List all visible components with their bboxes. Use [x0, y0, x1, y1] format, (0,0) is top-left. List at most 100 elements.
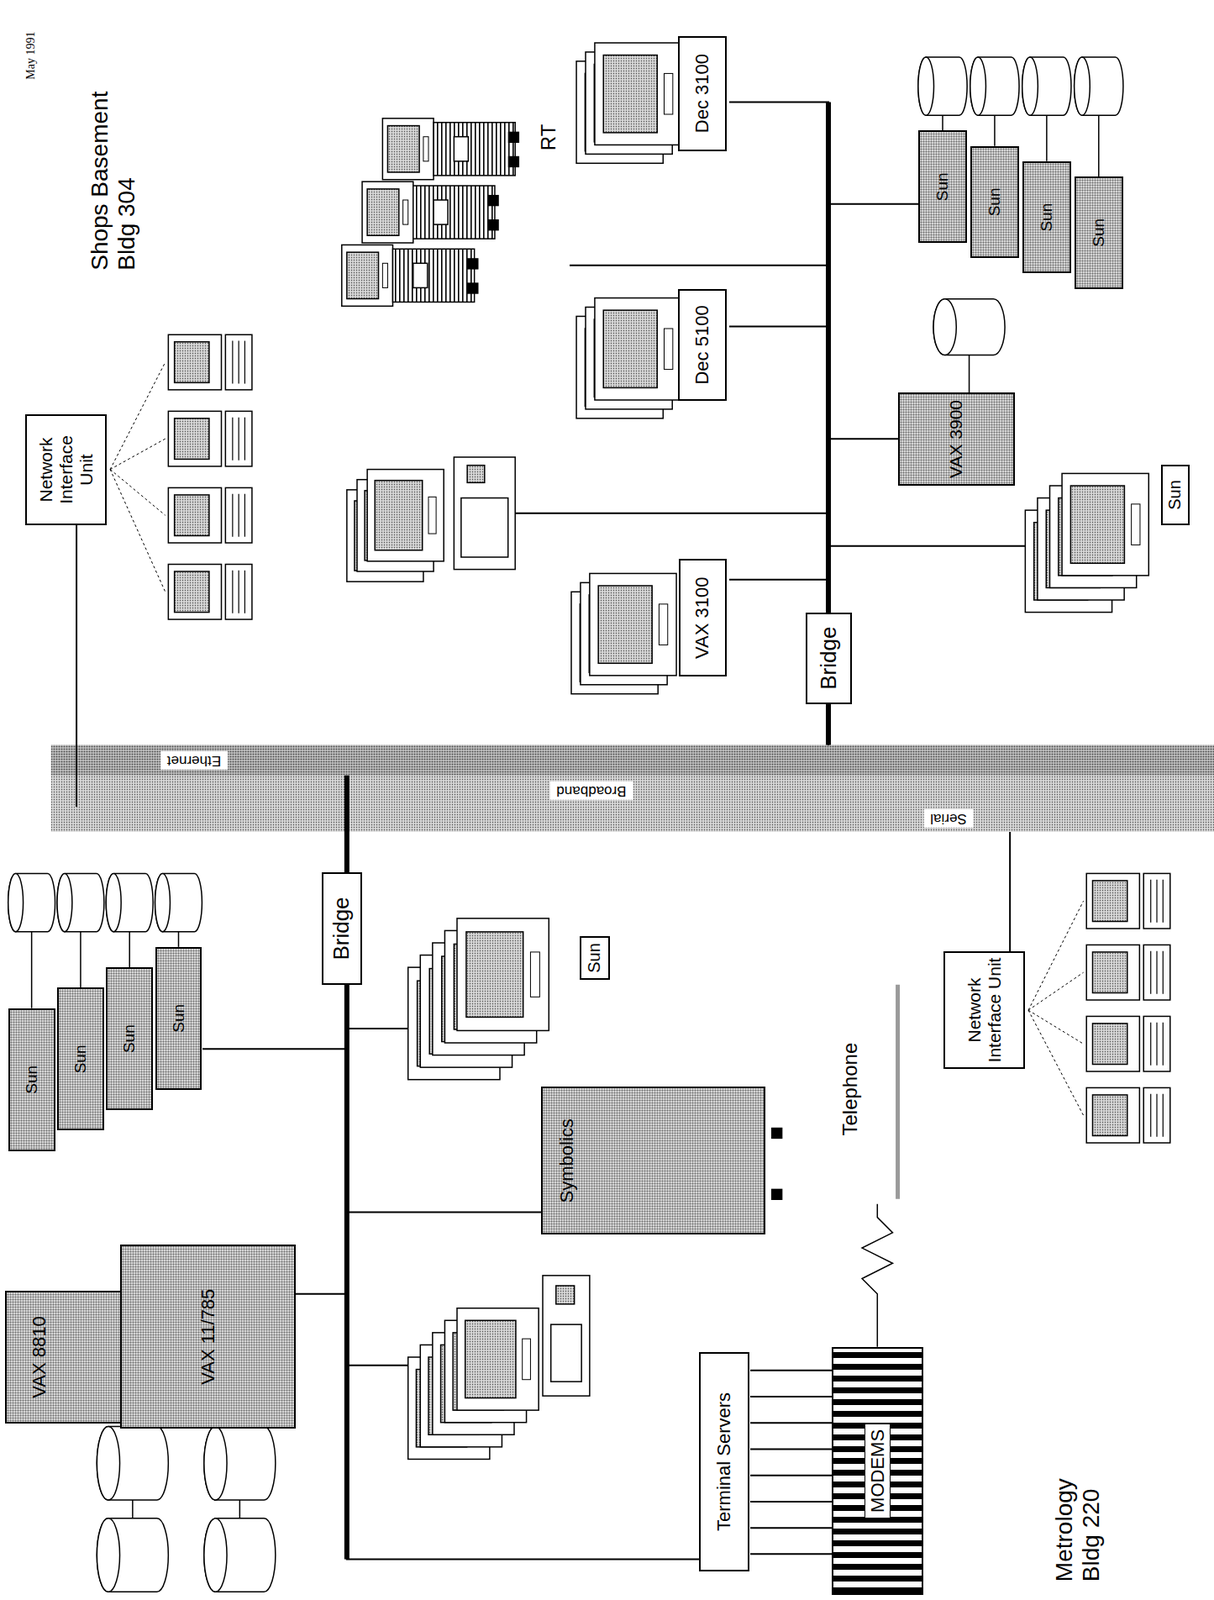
bridge-box: Bridge [805, 612, 852, 705]
disk-cable [178, 931, 180, 947]
drive-slot [487, 219, 499, 231]
server-box: Sun [57, 987, 105, 1130]
modem-rack: MODEMS [831, 1346, 924, 1595]
band-label-patch: Ethernet [160, 751, 228, 770]
keyboard-line [238, 494, 240, 537]
monitor-case [589, 572, 677, 675]
terminal-screen [174, 341, 210, 384]
broadband-band: Broadband [51, 775, 1214, 806]
terminal-case [168, 487, 221, 543]
disk-top [933, 299, 957, 356]
disk-drive [105, 872, 153, 931]
keyboard-line [238, 341, 240, 384]
drive-slot [508, 131, 520, 143]
cpu-drive [467, 465, 485, 484]
keyboard-line [1162, 1022, 1164, 1066]
node-text: Sun [120, 1024, 139, 1053]
terminal-line [1028, 1009, 1084, 1044]
keyboard-line [1156, 1022, 1157, 1066]
terminal-screen [1093, 1023, 1128, 1065]
terminal-server-box: Terminal Servers [698, 1351, 751, 1572]
keyboard-line [1162, 951, 1164, 994]
keyboard-line [231, 570, 233, 614]
network-link [346, 984, 542, 1213]
disk-top [918, 57, 935, 116]
serial-band: Serial [51, 805, 1214, 831]
workstation: Dec 5100 [576, 285, 730, 419]
computer-box: VAX 11/785 [120, 1244, 296, 1429]
monitor-case [594, 42, 682, 145]
terminal-line [1028, 972, 1084, 1010]
keyboard-line [231, 417, 233, 461]
workstation-group: RT [341, 69, 570, 307]
node-text: VAX 3100 [691, 577, 713, 659]
building-label: Metrology Bldg 220 [1051, 1438, 1105, 1582]
server-box: Sun [1074, 176, 1124, 290]
disk-drive [918, 57, 967, 116]
terminal-line [110, 362, 166, 470]
terminal-case [168, 334, 221, 390]
monitor-screen [465, 1319, 516, 1398]
disk-drive [8, 872, 56, 931]
monitor-button [664, 73, 673, 115]
network-link [75, 525, 78, 807]
network-link [750, 1395, 832, 1398]
terminal-case [168, 410, 221, 467]
name-tag: Dec 5100 [677, 289, 726, 402]
monitor-case [1061, 472, 1149, 575]
monitor-case [457, 1308, 539, 1410]
monitor-screen [598, 585, 652, 663]
drive-slot [508, 156, 520, 168]
node-text: Bridge [816, 626, 842, 690]
network-link [346, 775, 348, 873]
disk-top [57, 872, 73, 931]
terminal-line [110, 469, 166, 593]
terminal-case [1086, 872, 1140, 929]
keyboard-line [1150, 951, 1151, 994]
disk-drive [204, 1426, 276, 1500]
band-fill [51, 744, 1214, 775]
keyboard-line [1156, 951, 1157, 994]
monitor-button [530, 951, 540, 997]
keyboard-line [1150, 1022, 1151, 1066]
network-link [750, 1500, 832, 1503]
tower-case [433, 122, 516, 176]
label-text: May 1991 [24, 4, 38, 80]
drive-slot [487, 194, 499, 206]
bridge-box: Bridge [321, 872, 363, 985]
disk-drive [57, 872, 105, 931]
disk-drive [96, 1518, 169, 1592]
cpu-panel [551, 1324, 582, 1382]
keyboard-line [244, 570, 246, 614]
terminal-keyboard [1143, 1015, 1171, 1072]
terminal-case [1086, 1087, 1140, 1143]
keyboard-line [1150, 1093, 1151, 1137]
monitor-screen [374, 480, 422, 551]
terminal-keyboard [1143, 944, 1171, 1000]
network-link [729, 101, 829, 613]
keyboard-line [1156, 1093, 1157, 1137]
node-text: RT [536, 124, 561, 152]
drive-slot [467, 282, 479, 294]
disk-drive [933, 299, 1005, 356]
monitor-button [403, 199, 409, 225]
network-link [202, 984, 347, 1049]
interface-unit-box: Network Interface Unit [943, 951, 1025, 1069]
terminal-case [1086, 944, 1140, 1000]
monitor-button [658, 604, 668, 646]
terminal-line [1028, 900, 1084, 1010]
keyboard-line [1162, 1093, 1164, 1137]
keyboard-line [1150, 879, 1151, 923]
ethernet-band: Ethernet [51, 744, 1214, 775]
network-link [827, 704, 830, 746]
tower-case [393, 248, 475, 302]
disk-drive [204, 1518, 276, 1592]
workstation-group: Sun [408, 893, 613, 1080]
server-box: Sun [1022, 161, 1072, 274]
monitor-case [457, 918, 549, 1031]
tower-badge [433, 199, 448, 225]
cpu-drive [556, 1285, 575, 1304]
network-drop [515, 512, 829, 515]
node-text: Bridge [329, 896, 355, 960]
network-link [750, 1448, 832, 1451]
